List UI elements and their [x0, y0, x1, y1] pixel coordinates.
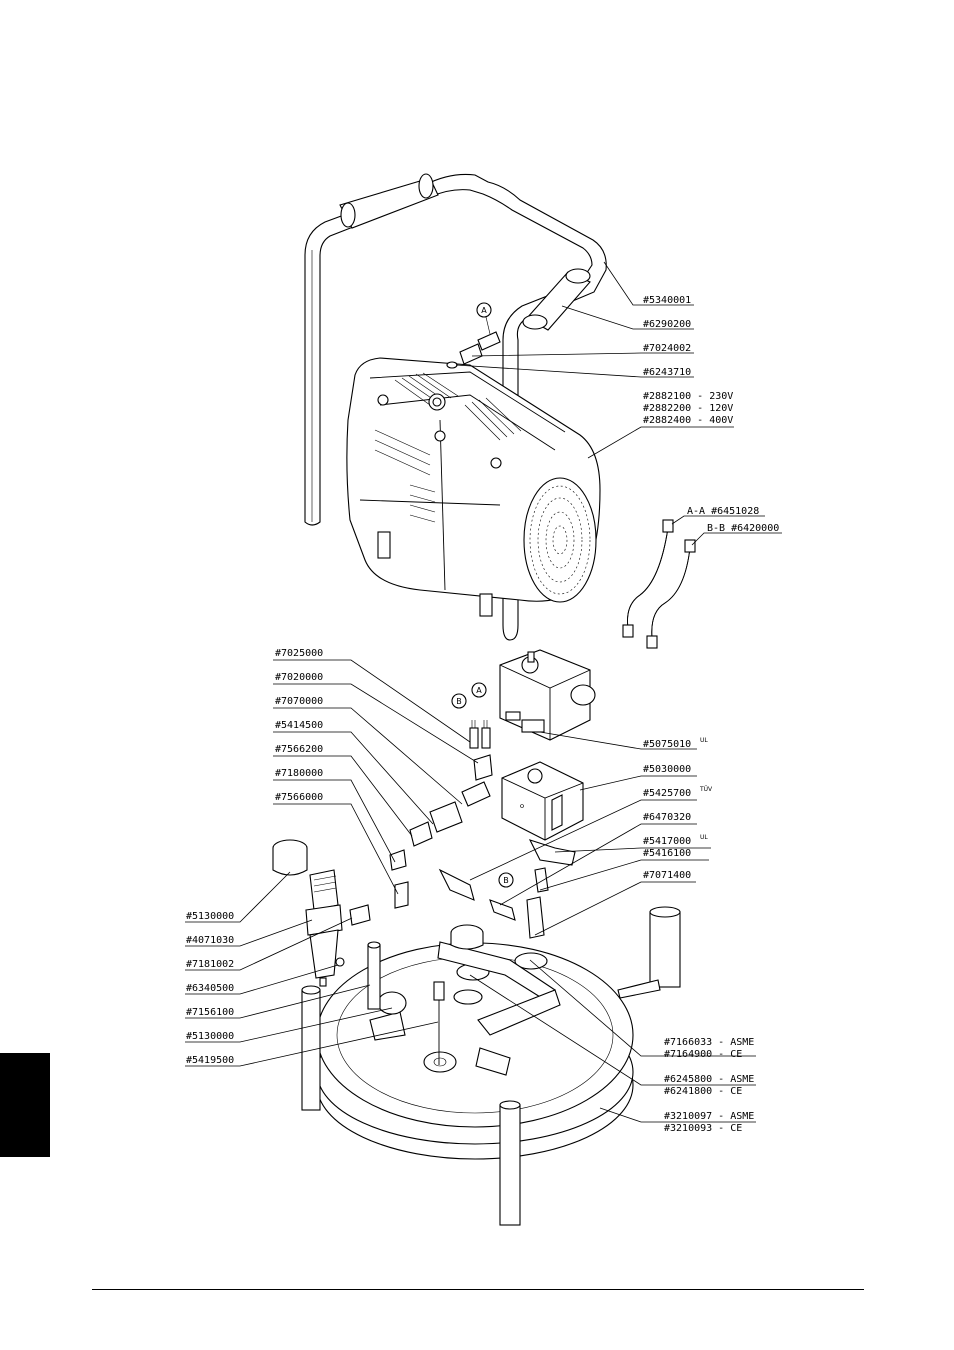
label-7020000: #7020000: [275, 672, 323, 683]
superscript-ul-5075010: UL: [700, 737, 708, 744]
marker-b-mid: [451, 693, 467, 709]
label-motor-120v: #2882200 - 120V: [643, 403, 733, 414]
handle-frame-drawing: [304, 173, 607, 641]
pressure-switch-lower-drawing: [501, 761, 584, 841]
label-3210097: #3210097 - ASME: [664, 1111, 754, 1122]
air-tank-drawing: [301, 906, 681, 1226]
label-5414500: #5414500: [275, 720, 323, 731]
superscript-tuv-5425700: TÜV: [699, 786, 713, 793]
label-5130000-tank: #5130000: [186, 1031, 234, 1042]
footer-rule: [92, 1289, 864, 1290]
label-5416100: #5416100: [643, 848, 691, 859]
label-7180000: #7180000: [275, 768, 323, 779]
label-5130000-gauge: #5130000: [186, 911, 234, 922]
top-fittings-drawing: A: [446, 302, 501, 369]
marker-a-mid: [471, 682, 487, 698]
marker-a-top: [476, 302, 492, 318]
label-7070000: #7070000: [275, 696, 323, 707]
label-6470320: #6470320: [643, 812, 691, 823]
filter-regulator-drawing: [272, 839, 371, 987]
label-motor-400v: #2882400 - 400V: [643, 415, 733, 426]
part-labels: #5340001 #6290200 #7024002 #6243710 #288…: [186, 295, 779, 1134]
label-7181002: #7181002: [186, 959, 234, 970]
label-hose-bb: B-B #6420000: [707, 523, 779, 534]
label-6245800: #6245800 - ASME: [664, 1074, 754, 1085]
label-7024002: #7024002: [643, 343, 691, 354]
small-fittings-drawing: B A B: [389, 682, 576, 939]
marker-b-low: [498, 872, 514, 888]
label-6290200: #6290200: [643, 319, 691, 330]
svg-text:A: A: [476, 686, 482, 695]
label-5075010: #5075010: [643, 739, 691, 750]
label-5425700: #5425700: [643, 788, 691, 799]
svg-text:B: B: [503, 876, 509, 885]
chapter-side-tab: [0, 1053, 50, 1157]
svg-text:B: B: [456, 697, 462, 706]
label-5340001: #5340001: [643, 295, 691, 306]
svg-text:A: A: [481, 306, 487, 315]
leader-lines: [185, 261, 782, 1123]
label-6340500: #6340500: [186, 983, 234, 994]
label-5417000: #5417000: [643, 836, 691, 847]
label-6243710: #6243710: [643, 367, 691, 378]
pressure-switch-upper-drawing: [499, 649, 596, 741]
superscript-ul-5417000: UL: [700, 834, 708, 841]
label-7071400: #7071400: [643, 870, 691, 881]
label-7566200: #7566200: [275, 744, 323, 755]
label-7566000: #7566000: [275, 792, 323, 803]
label-5030000: #5030000: [643, 764, 691, 775]
compressor-motor-drawing: [346, 357, 601, 617]
label-3210093: #3210093 - CE: [664, 1123, 742, 1134]
label-hose-aa: A-A #6451028: [687, 506, 759, 517]
label-4071030: #4071030: [186, 935, 234, 946]
label-motor-230v: #2882100 - 230V: [643, 391, 733, 402]
label-7025000: #7025000: [275, 648, 323, 659]
label-6241800: #6241800 - CE: [664, 1086, 742, 1097]
label-5419500: #5419500: [186, 1055, 234, 1066]
hoses-drawing: [622, 519, 696, 649]
label-7164900: #7164900 - CE: [664, 1049, 742, 1060]
label-7166033: #7166033 - ASME: [664, 1037, 754, 1048]
label-7156100: #7156100: [186, 1007, 234, 1018]
